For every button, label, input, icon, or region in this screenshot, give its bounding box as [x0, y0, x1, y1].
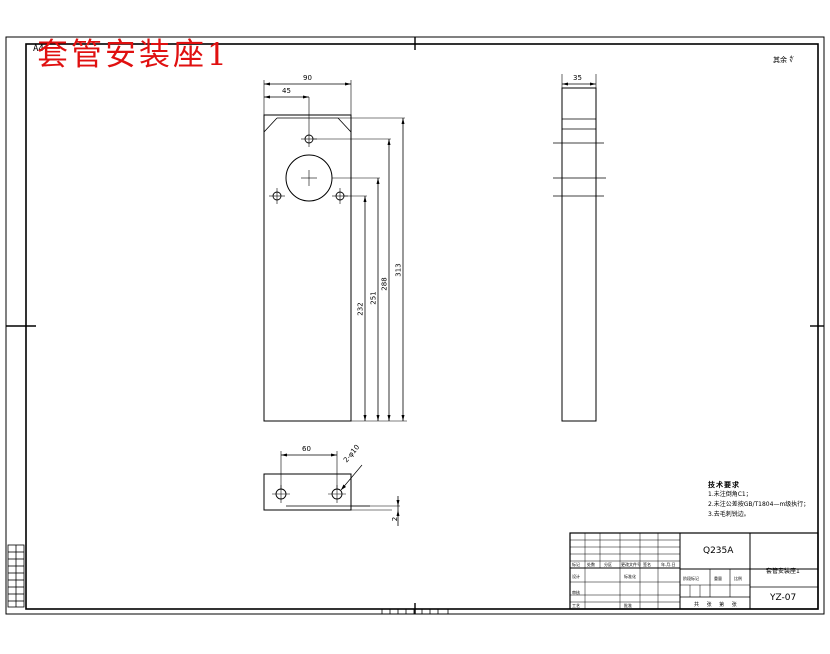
- dim-thickness: 2: [391, 516, 400, 522]
- tb-review: 审核: [572, 590, 580, 595]
- tb-change-doc: 更改文件号: [621, 562, 641, 567]
- tb-mark: 标记: [572, 562, 580, 567]
- sheet-size-label: A4: [33, 44, 44, 54]
- side-view-arrows: [562, 82, 596, 86]
- dim-side-width: 35: [573, 74, 582, 82]
- dim-232: 232: [356, 302, 365, 316]
- technical-requirements: 技术要求 1.未注倒角C1； 2.未注公差按GB/T1804—m级执行； 3.去…: [708, 480, 809, 520]
- tb-standardization: 标准化: [624, 574, 636, 579]
- material-label: Q235A: [703, 546, 734, 556]
- tb-date: 年.月.日: [661, 562, 676, 567]
- bottom-ruler: [381, 608, 449, 615]
- dim-front-width: 90: [303, 74, 312, 82]
- tb-weight: 重量: [714, 576, 722, 581]
- centering-marks: [6, 37, 824, 614]
- tb-stage-mark: 阶段标记: [683, 576, 699, 581]
- dim-288: 288: [380, 277, 389, 291]
- top-view: [263, 451, 400, 526]
- tb-designer: 设计: [572, 574, 580, 579]
- top-view-arrows: [281, 453, 400, 516]
- part-title-overlay: 套管安装座1: [37, 37, 230, 73]
- binding-strip: [7, 544, 25, 608]
- tb-scale: 比例: [734, 576, 742, 581]
- tb-signature: 签名: [643, 562, 651, 567]
- top-view-outline: [263, 473, 352, 511]
- tech-req-item: 2.未注公差按GB/T1804—m级执行；: [708, 501, 810, 508]
- tb-zone: 分区: [604, 562, 612, 567]
- inner-border: [25, 43, 819, 610]
- outer-frame: [5, 36, 825, 615]
- tb-count: 处数: [587, 562, 595, 567]
- part-name: 套管安装座1: [766, 568, 800, 575]
- tech-req-item: 3.去毛刺锐边。: [708, 511, 750, 518]
- side-view: [553, 74, 606, 422]
- drawing-number: YZ-07: [770, 593, 797, 603]
- dim-251: 251: [369, 291, 378, 305]
- front-view: [263, 80, 407, 422]
- tb-process: 工艺: [572, 603, 580, 608]
- front-view-outline: [263, 114, 352, 422]
- front-view-arrows: [264, 82, 405, 421]
- surface-finish-note: 其余 ∜: [773, 56, 794, 64]
- side-view-outline: [561, 87, 597, 422]
- dim-top-width: 60: [302, 445, 311, 453]
- dim-front-half-width: 45: [282, 87, 291, 95]
- tb-approve: 批准: [624, 603, 632, 608]
- tb-sheets: 共 张 第 张: [694, 602, 740, 608]
- title-block: [569, 532, 819, 610]
- dim-313: 313: [394, 263, 403, 277]
- tech-req-title: 技术要求: [708, 481, 740, 489]
- tech-req-item: 1.未注倒角C1；: [708, 491, 752, 498]
